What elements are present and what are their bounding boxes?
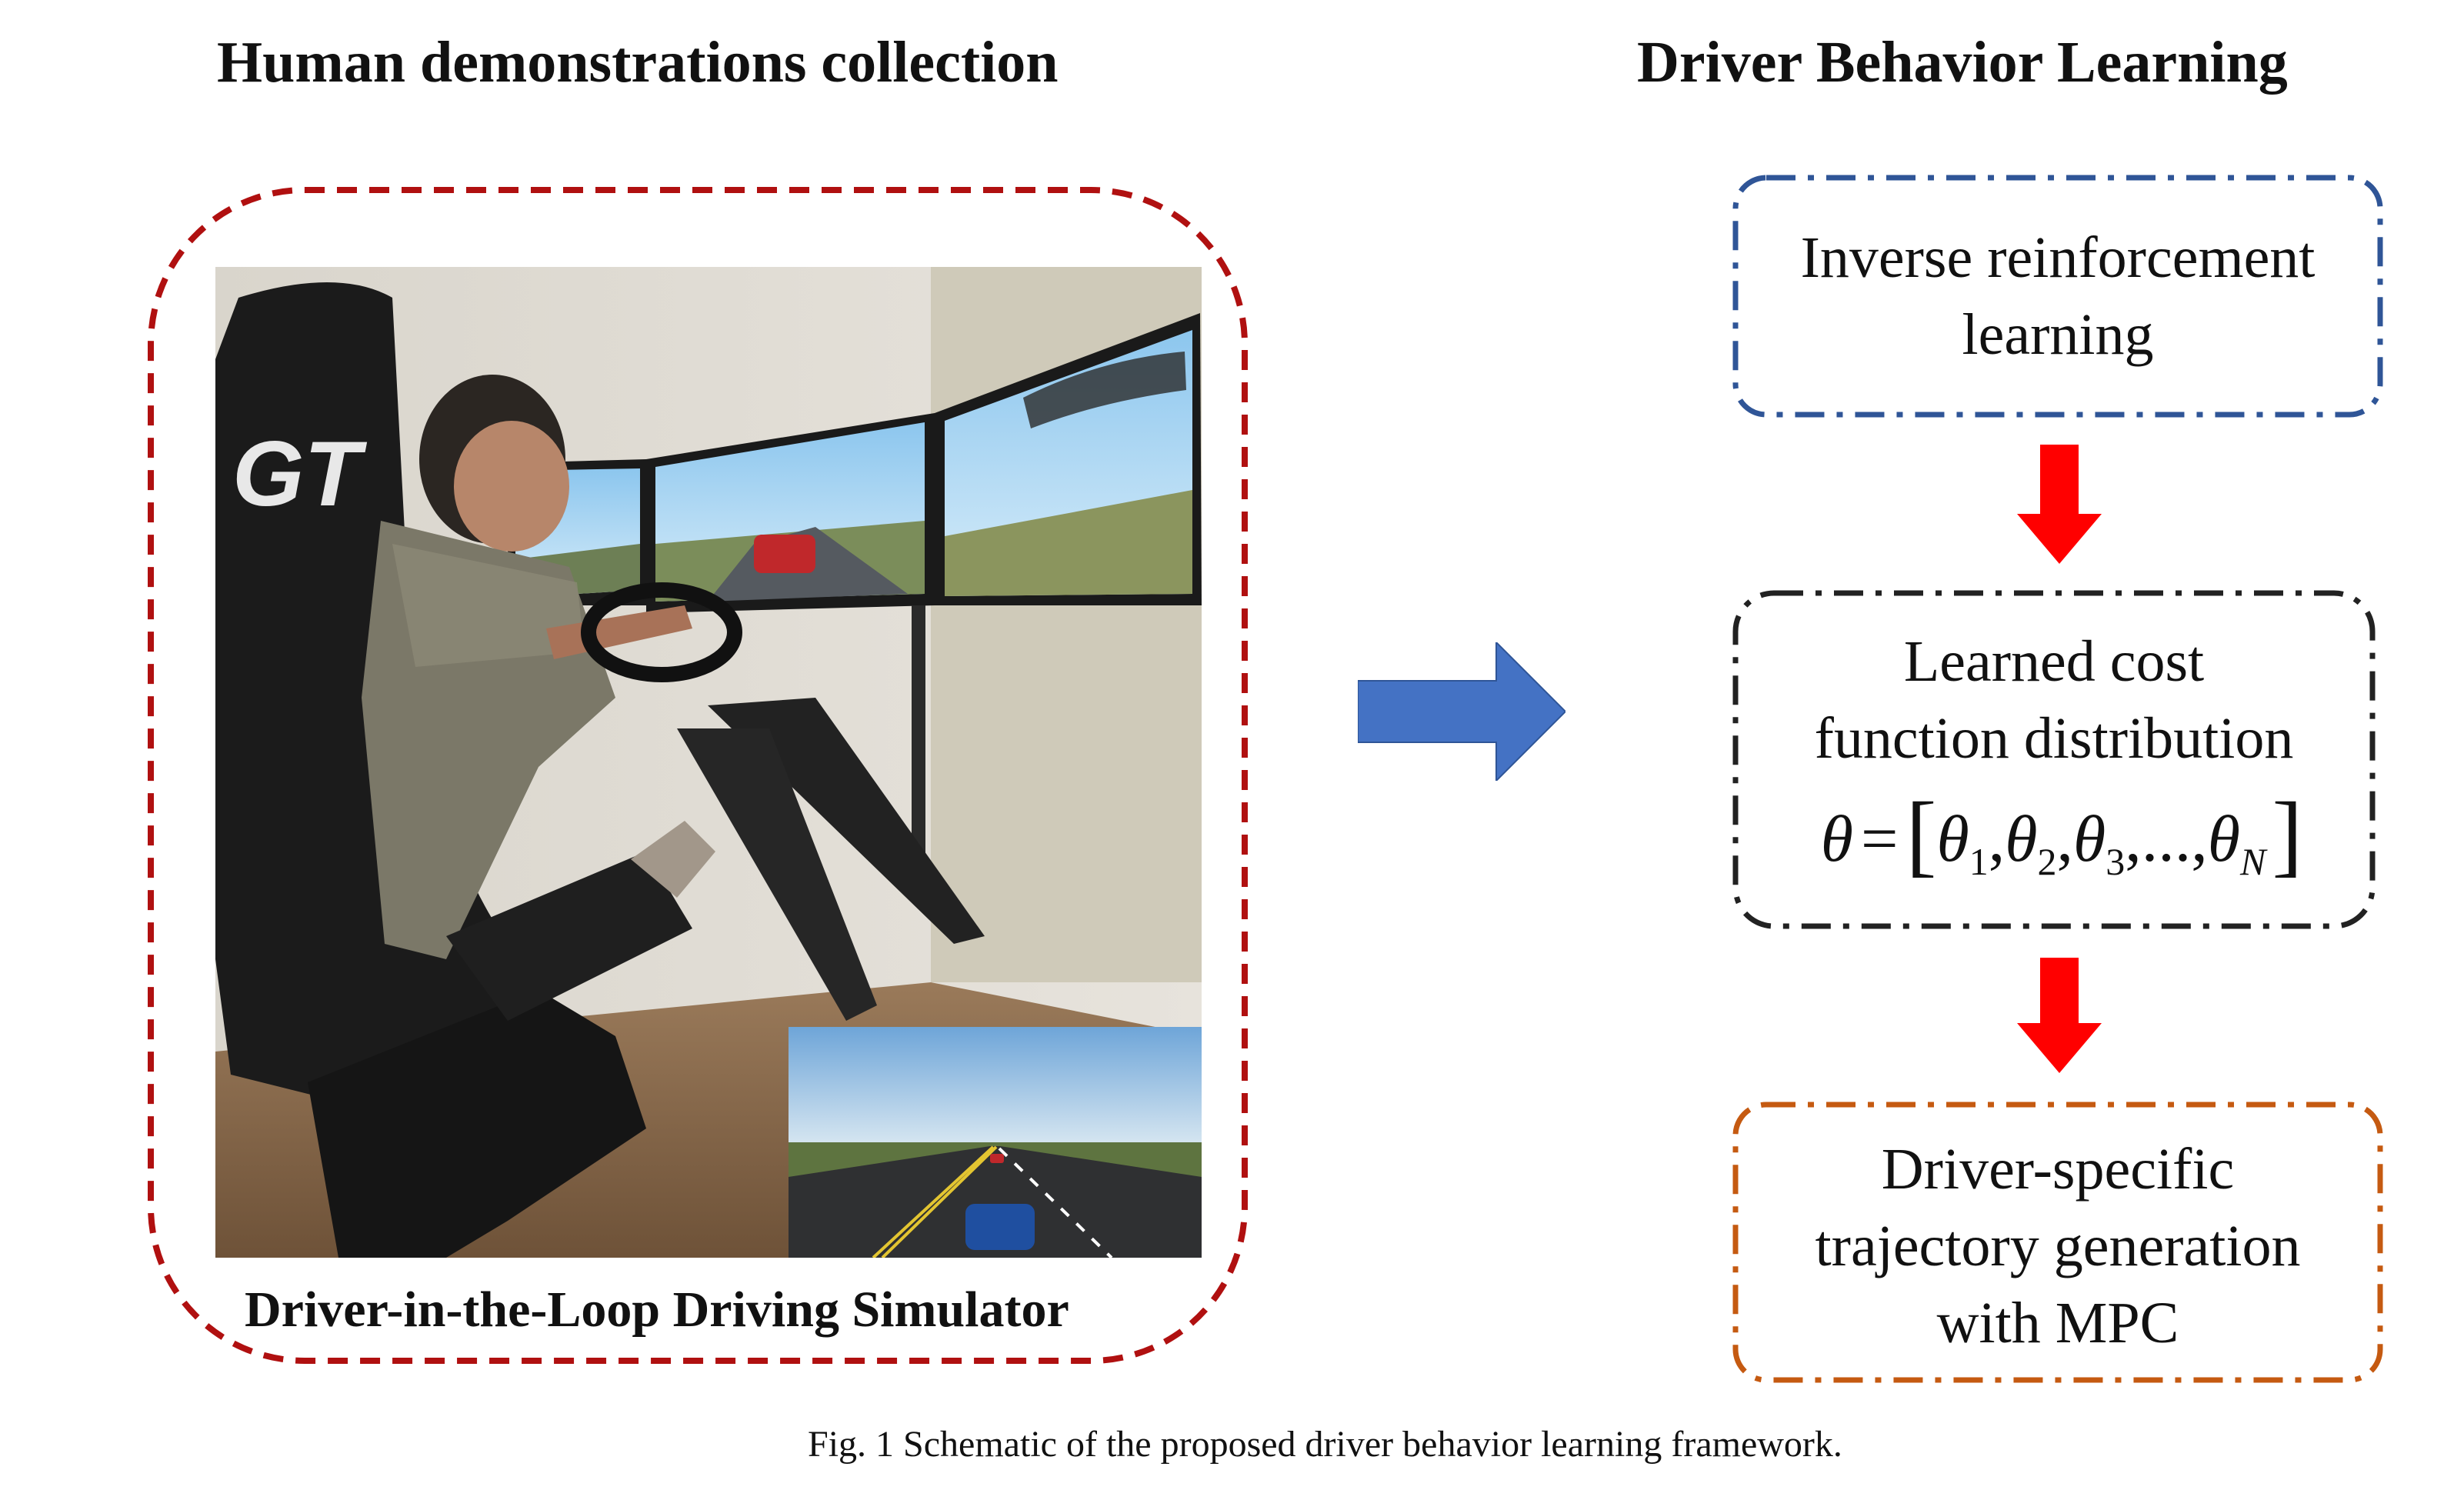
formula-theta-3: θ [2072,802,2106,875]
formula-left-bracket: [ [1906,783,1937,885]
formula-sub-n: N [2239,840,2266,884]
box-irl-frame [1732,175,2383,418]
monitor-center [646,413,935,613]
formula-comma-2: , [2056,802,2073,875]
formula-sub-1: 1 [1969,840,1989,884]
formula-equals: = [1860,802,1899,875]
formula-sub-2: 2 [2037,840,2057,884]
theta-formula: θ=[θ1,θ2,θ3,...,θN] [1769,785,2354,912]
right-heading: Driver Behavior Learning [1637,30,2288,95]
monitor-right [935,313,1202,605]
driver-person [362,375,715,1021]
formula-right-bracket: ] [2272,783,2303,885]
box-cost-frame [1732,590,2376,929]
red-arrow-down-1 [2017,445,2102,564]
formula-theta-1: θ [1936,802,1969,875]
box-mpc-line1: Driver-specific [1881,1137,2235,1202]
left-heading: Human demonstrations collection [217,30,1059,95]
box-cost-line2: function distribution [1814,706,2294,771]
formula-comma-4: , [2191,802,2208,875]
box-mpc-frame [1732,1102,2383,1383]
seat-logo: GT [232,422,367,525]
formula-sub-3: 3 [2106,840,2126,884]
big-arrow-right [1358,642,1565,781]
simulator-photo: GT [215,267,1202,1258]
box-irl-text: Inverse reinforcement learning [1731,219,2385,373]
left-dashed-frame [148,187,1248,1364]
formula-theta-2: θ [2005,802,2038,875]
box-mpc-line2: trajectory generation [1815,1214,2301,1278]
figure-caption: Fig. 1 Schematic of the proposed driver … [808,1424,1842,1465]
simulator-label: Driver-in-the-Loop Driving Simulator [245,1282,1069,1338]
formula-ellipsis: ... [2141,802,2192,875]
box-irl-line1: Inverse reinforcement [1800,225,2316,290]
box-cost-line1: Learned cost [1903,629,2205,694]
formula-comma-1: , [1988,802,2006,875]
box-mpc-text: Driver-specific trajectory generation wi… [1731,1131,2385,1362]
formula-comma-3: , [2125,802,2142,875]
box-mpc-line3: with MPC [1936,1291,2179,1355]
road-inset-screenshot [789,1027,1202,1258]
box-irl-line2: learning [1962,302,2154,367]
formula-theta: θ [1820,802,1853,875]
box-cost-text: Learned cost function distribution [1731,623,2377,777]
red-arrow-down-2 [2017,958,2102,1073]
formula-theta-n: θ [2207,802,2240,875]
